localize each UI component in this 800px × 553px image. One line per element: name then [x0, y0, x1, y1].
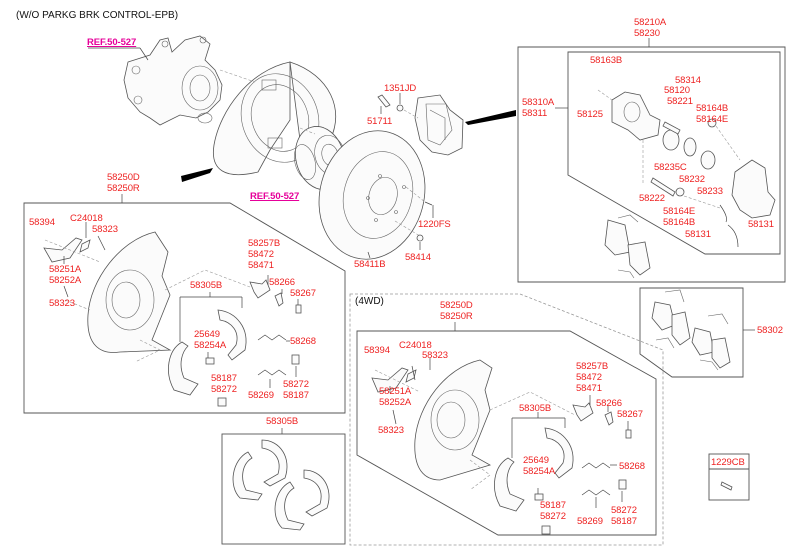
- part-label-58414[interactable]: 58414: [405, 252, 431, 263]
- guide-pin-drawing: [650, 121, 681, 197]
- part-label-58268[interactable]: 58268: [290, 336, 316, 347]
- variant-4wd-box: [349, 293, 664, 546]
- shoe-left-2wd-drawing: [168, 341, 199, 396]
- part-label-58314[interactable]: 58314: [675, 75, 701, 86]
- part-label-shoe-kit[interactable]: 58305B: [266, 416, 299, 427]
- part-label-25649-58254A-4wd[interactable]: 25649 58254A: [523, 455, 556, 477]
- backing-plate-2wd-drawing: [87, 231, 172, 353]
- part-label-C24018-4wd[interactable]: C24018: [399, 340, 432, 351]
- part-label-lever-4wd[interactable]: 58257B 58472 58471: [576, 361, 609, 394]
- part-label-backing-plate-4wd[interactable]: 58250D 58250R: [440, 300, 473, 322]
- reference-link-hub[interactable]: REF.50-527: [250, 191, 300, 202]
- part-label-58125[interactable]: 58125: [577, 109, 603, 120]
- bolt-51711-drawing: [377, 94, 391, 108]
- part-label-58187-58272-left[interactable]: 58187 58272: [211, 373, 237, 395]
- shoe-kit-box: [221, 433, 346, 545]
- seal-drawing: [683, 137, 697, 157]
- part-label-58163B[interactable]: 58163B: [590, 55, 623, 66]
- knuckle-drawing: [123, 35, 223, 126]
- part-label-58302[interactable]: 58302: [757, 325, 783, 336]
- part-label-1220FS[interactable]: 1220FS: [418, 219, 451, 230]
- part-label-58323-bottom-4wd[interactable]: 58323: [378, 425, 404, 436]
- part-label-58269-4wd[interactable]: 58269: [577, 516, 603, 527]
- part-label-58235C[interactable]: 58235C: [654, 162, 687, 173]
- part-label-58120[interactable]: 58120: [664, 85, 690, 96]
- part-label-C24018[interactable]: C24018: [70, 213, 103, 224]
- loose-bolt-box: [708, 453, 750, 501]
- part-label-58305B-4wd[interactable]: 58305B: [519, 403, 552, 414]
- part-label-58394[interactable]: 58394: [29, 217, 55, 228]
- part-label-58267-4wd[interactable]: 58267: [617, 409, 643, 420]
- part-label-58267[interactable]: 58267: [290, 288, 316, 299]
- carrier-bracket-drawing: [731, 159, 776, 219]
- lever-2wd-drawing: [249, 279, 271, 299]
- part-label-58251A-58252A[interactable]: 58251A 58252A: [49, 264, 82, 286]
- part-label-58222[interactable]: 58222: [639, 193, 665, 204]
- part-label-1351JD[interactable]: 1351JD: [384, 83, 417, 94]
- part-label-backing-plate-2wd[interactable]: 58250D 58250R: [107, 172, 140, 194]
- part-label-1229CB[interactable]: 1229CB: [711, 457, 745, 468]
- part-label-58272-58187-right-4wd[interactable]: 58272 58187: [611, 505, 637, 527]
- pads-drawing: [604, 214, 651, 279]
- part-label-caliper-assembly[interactable]: 58210A 58230: [634, 17, 667, 39]
- nut-58414-drawing: [416, 234, 424, 242]
- part-label-58268-4wd[interactable]: 58268: [619, 461, 645, 472]
- reference-link-knuckle[interactable]: REF.50-527: [87, 37, 137, 48]
- part-label-25649-58254A[interactable]: 25649 58254A: [194, 329, 227, 351]
- part-label-58323-top[interactable]: 58323: [92, 224, 118, 235]
- part-label-58394-4wd[interactable]: 58394: [364, 345, 390, 356]
- part-label-58305B-2wd[interactable]: 58305B: [190, 280, 223, 291]
- diagram-title: (W/O PARKG BRK CONTROL-EPB): [16, 10, 179, 21]
- caliper-assembly-box: [517, 46, 786, 283]
- part-label-58251A-58252A-4wd[interactable]: 58251A 58252A: [379, 386, 412, 408]
- caliper-body-box: [567, 51, 781, 255]
- backing-plate-4wd-drawing: [414, 359, 493, 481]
- pointer-arrow: [181, 168, 213, 182]
- part-label-caliper-body[interactable]: 58310A 58311: [522, 97, 555, 119]
- pointer-arrow: [465, 110, 516, 125]
- pad-kit-box: [639, 287, 744, 378]
- part-label-58164B-58164E[interactable]: 58164B 58164E: [696, 103, 729, 125]
- part-label-58272-58187-right[interactable]: 58272 58187: [283, 379, 309, 401]
- part-label-58221[interactable]: 58221: [667, 96, 693, 107]
- dust-boot-drawing: [700, 150, 716, 170]
- part-label-58164E-58164B[interactable]: 58164E 58164B: [663, 206, 696, 228]
- caliper-drawing: [414, 94, 464, 156]
- washer-1351JD-drawing: [396, 104, 404, 112]
- part-label-58266-4wd[interactable]: 58266: [596, 398, 622, 409]
- shoe-right-2wd-drawing: [217, 309, 247, 361]
- part-label-58269[interactable]: 58269: [248, 390, 274, 401]
- caliper-body-drawing: [611, 91, 661, 141]
- backing-plate-4wd-box: [356, 330, 657, 536]
- pad-kit-drawing: [651, 289, 731, 371]
- part-label-58131-left[interactable]: 58131: [685, 229, 711, 240]
- shoe-left-4wd-drawing: [494, 457, 525, 512]
- shoe-right-4wd-drawing: [544, 427, 574, 479]
- part-label-51711[interactable]: 51711: [367, 116, 393, 127]
- variant-label-4wd: (4WD): [355, 296, 384, 307]
- part-label-lever-2wd[interactable]: 58257B 58472 58471: [248, 238, 281, 271]
- part-label-58131-right[interactable]: 58131: [748, 219, 774, 230]
- part-label-58411B[interactable]: 58411B: [354, 259, 386, 270]
- bolt-1229CB-drawing: [720, 481, 733, 491]
- part-label-58232[interactable]: 58232: [679, 174, 705, 185]
- part-label-58233[interactable]: 58233: [697, 186, 723, 197]
- part-label-58187-58272-left-4wd[interactable]: 58187 58272: [540, 500, 566, 522]
- part-label-58323-top-4wd[interactable]: 58323: [422, 350, 448, 361]
- part-label-58323-bottom[interactable]: 58323: [49, 298, 75, 309]
- part-label-58266[interactable]: 58266: [269, 277, 295, 288]
- shoe-kit-drawing: [232, 439, 330, 531]
- backing-plate-2wd-box: [23, 202, 346, 414]
- bracket-2wd-drawing: [43, 237, 83, 263]
- brake-disc-drawing: [318, 130, 426, 260]
